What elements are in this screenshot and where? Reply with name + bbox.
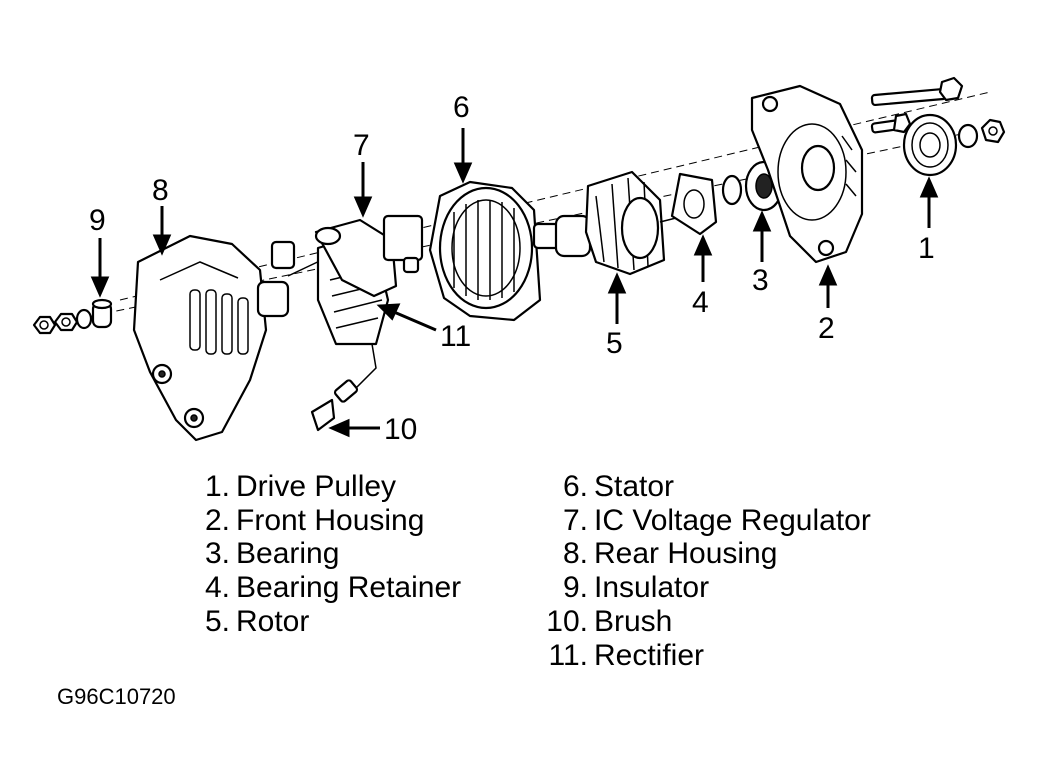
legend-number: 9. (562, 571, 588, 605)
legend-number: 3. (204, 537, 230, 571)
callout-8: 8 (152, 174, 169, 207)
end-nuts (32, 308, 93, 335)
through-bolts (870, 76, 964, 134)
legend-item: 10.Brush (538, 605, 871, 639)
legend-item: 4.Bearing Retainer (194, 571, 461, 605)
callout-11: 11 (440, 320, 471, 353)
legend-item: 1.Drive Pulley (194, 470, 461, 504)
legend-item: 3.Bearing (194, 537, 461, 571)
figure-code: G96C10720 (57, 684, 176, 709)
callout-3: 3 (752, 264, 769, 297)
legend-label: Bearing (236, 537, 340, 571)
legend-column-right: 6.Stator 7.IC Voltage Regulator 8.Rear H… (538, 470, 871, 672)
alternator-exploded-diagram: 1 2 3 4 5 6 7 8 9 10 11 (32, 76, 1006, 446)
legend-label: IC Voltage Regulator (594, 503, 871, 537)
legend-label: Insulator (594, 571, 710, 605)
legend-label: Rectifier (594, 638, 705, 672)
legend-item: 6.Stator (538, 470, 871, 504)
legend-item: 11.Rectifier (538, 639, 871, 673)
rear-housing-part (132, 234, 268, 442)
legend-label: Brush (594, 604, 673, 638)
callout-10: 10 (384, 413, 417, 446)
legend-label: Bearing Retainer (236, 571, 462, 605)
legend-number: 7. (562, 503, 588, 537)
callout-4: 4 (692, 286, 709, 319)
callout-arrows (90, 128, 939, 438)
rotor-part (532, 170, 685, 276)
ic-voltage-regulator-part (314, 214, 424, 298)
legend-label: Stator (594, 470, 675, 503)
legend-item: 8.Rear Housing (538, 537, 871, 571)
callout-6: 6 (453, 91, 470, 124)
legend-number: 11. (548, 638, 588, 672)
stator-part (428, 180, 542, 322)
legend-number: 1. (204, 470, 230, 503)
legend-item: 9.Insulator (538, 571, 871, 605)
legend-number: 8. (562, 537, 588, 571)
legend-number: 2. (204, 503, 230, 537)
drive-pulley-part (902, 113, 1006, 177)
legend-number: 6. (562, 470, 588, 503)
brush-part (310, 343, 377, 432)
insulator-part (91, 298, 113, 329)
legend-item: 5.Rotor (194, 605, 461, 639)
callout-1: 1 (918, 232, 935, 265)
legend-item: 2.Front Housing (194, 504, 461, 538)
callout-7: 7 (353, 129, 370, 162)
legend-number: 10. (546, 604, 588, 638)
legend-number: 5. (204, 604, 230, 638)
legend-label: Rear Housing (594, 537, 778, 571)
legend-label: Rotor (236, 604, 310, 638)
front-housing-part (750, 84, 864, 264)
legend-label: Front Housing (236, 503, 425, 537)
callout-2: 2 (818, 312, 835, 345)
legend-column-left: 1.Drive Pulley 2.Front Housing 3.Bearing… (194, 470, 461, 639)
legend-number: 4. (204, 571, 230, 605)
callout-5: 5 (606, 327, 623, 360)
callout-9: 9 (89, 204, 106, 237)
bearing-retainer-part (670, 172, 718, 236)
legend-label: Drive Pulley (236, 470, 397, 503)
legend-item: 7.IC Voltage Regulator (538, 504, 871, 538)
